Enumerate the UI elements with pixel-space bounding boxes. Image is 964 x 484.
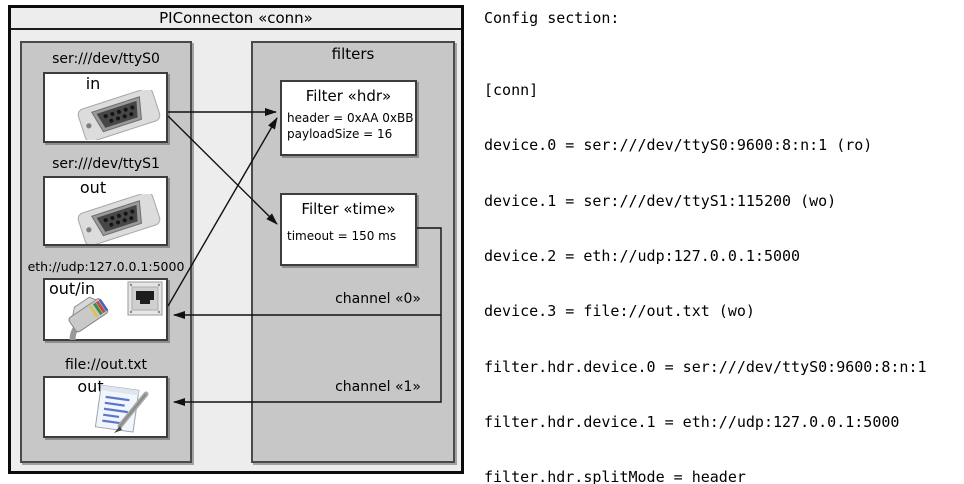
notepad-icon [94, 384, 149, 433]
filter-hdr-prop-header: header = 0xAA 0xBB [287, 111, 414, 125]
port-label: out [79, 178, 107, 197]
config-line: filter.hdr.splitMode = header [484, 468, 746, 484]
config-line: [conn] [484, 80, 539, 99]
filters-group-title: filters [331, 45, 375, 63]
config-line: device.0 = ser:///dev/ttyS0:9600:8:n:1 (… [484, 136, 873, 155]
filter-time-title: Filter «time» [301, 200, 396, 218]
filter-hdr-prop-payloadsize: payloadSize = 16 [287, 127, 393, 141]
port-label: out [77, 377, 104, 396]
device-label-eth: eth://udp:127.0.0.1:5000 [27, 259, 185, 274]
serial-connector-icon [77, 194, 161, 244]
config-line: filter.hdr.device.0 = ser:///dev/ttyS0:9… [484, 357, 927, 376]
filter-time-prop-timeout: timeout = 150 ms [287, 229, 397, 243]
diagram-title: PIConnecton «conn» [11, 8, 461, 30]
config-line: device.3 = file://out.txt (wo) [484, 302, 755, 321]
config-heading: Config section: [484, 9, 620, 27]
channel-1-label: channel «1» [335, 379, 421, 395]
config-line: filter.hdr.device.1 = eth://udp:127.0.0.… [484, 413, 900, 432]
ethernet-jack-icon [127, 281, 163, 316]
device-label-ttys1: ser:///dev/ttyS1 [52, 156, 160, 172]
port-label: in [85, 74, 101, 93]
config-text: [conn] device.0 = ser:///dev/ttyS0:9600:… [484, 44, 936, 484]
config-line: device.2 = eth://udp:127.0.0.1:5000 [484, 246, 801, 265]
filter-hdr-box [280, 80, 417, 156]
serial-connector-icon [77, 90, 161, 140]
device-label-ttys0: ser:///dev/ttyS0 [52, 51, 160, 67]
channel-0-label: channel «0» [335, 291, 421, 307]
config-line: device.1 = ser:///dev/ttyS1:115200 (wo) [484, 191, 837, 210]
filter-hdr-title: Filter «hdr» [305, 87, 392, 105]
port-label: out/in [49, 279, 96, 298]
device-label-file: file://out.txt [64, 357, 148, 373]
ethernet-cable-icon [68, 296, 109, 340]
